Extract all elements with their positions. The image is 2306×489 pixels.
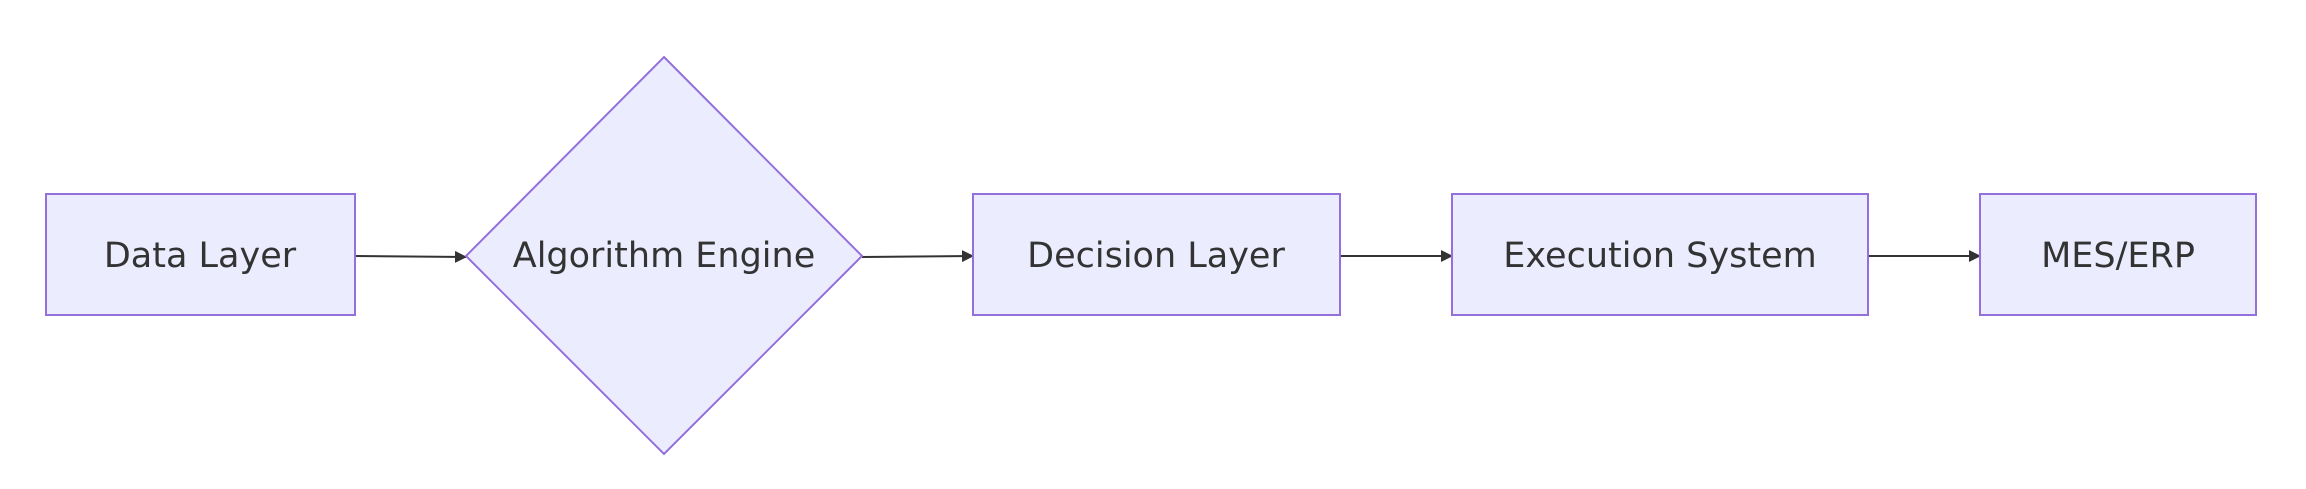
node-data-layer-box <box>45 193 356 316</box>
node-execution-system-box <box>1451 193 1869 316</box>
node-algorithm-engine-diamond <box>464 55 864 456</box>
node-data-layer-label: Data Layer <box>104 236 297 276</box>
node-mes-erp-label: MES/ERP <box>2041 236 2195 276</box>
node-decision-layer-box <box>972 193 1341 316</box>
node-execution-system[interactable]: Execution System <box>1451 193 1869 316</box>
edge-data-to-algorithm <box>354 250 467 263</box>
node-decision-layer[interactable]: Decision Layer <box>972 193 1341 316</box>
node-decision-layer-label: Decision Layer <box>1027 236 1285 276</box>
edges <box>354 250 1981 263</box>
node-data-layer[interactable]: Data Layer <box>45 193 356 316</box>
edge-algorithm-to-decision <box>861 250 974 263</box>
node-mes-erp[interactable]: MES/ERP <box>1979 193 2257 316</box>
node-algorithm-engine-label: Algorithm Engine <box>513 236 816 276</box>
node-algorithm-engine[interactable]: Algorithm Engine <box>464 55 864 456</box>
node-execution-system-label: Execution System <box>1503 236 1816 276</box>
node-mes-erp-box <box>1979 193 2257 316</box>
